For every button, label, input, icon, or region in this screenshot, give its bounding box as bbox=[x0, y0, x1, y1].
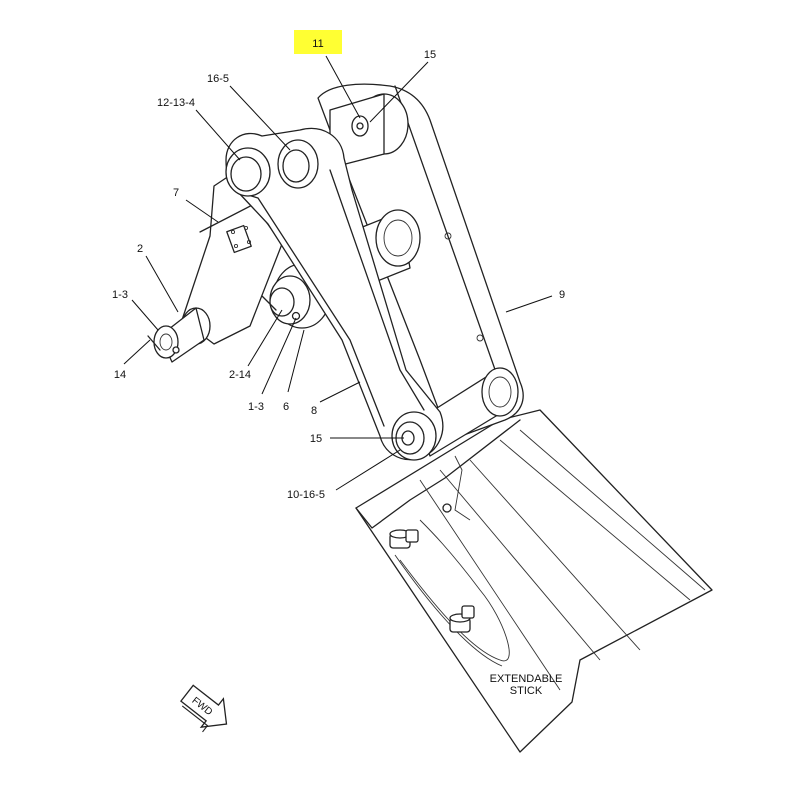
callout-2-14: 2-14 bbox=[229, 369, 251, 381]
callout-6: 6 bbox=[283, 401, 289, 413]
leader-lines bbox=[123, 55, 553, 491]
callout-10-16-5: 10-16-5 bbox=[287, 489, 325, 501]
callout-2: 2 bbox=[137, 243, 143, 255]
top-cross-pin bbox=[329, 93, 409, 169]
callout-15-top: 15 bbox=[424, 49, 436, 61]
stick-label-line1: EXTENDABLE bbox=[490, 673, 563, 685]
callout-7: 7 bbox=[173, 187, 179, 199]
callout-1-3-left: 1-3 bbox=[112, 289, 128, 301]
bushing-upper-left bbox=[225, 147, 271, 197]
callout-8: 8 bbox=[311, 405, 317, 417]
bolt-lower bbox=[449, 605, 475, 633]
callout-1-3-mid: 1-3 bbox=[248, 401, 264, 413]
callout-15-bottom: 15 bbox=[310, 433, 322, 445]
bushing-upper-middle bbox=[277, 139, 319, 189]
callout-12-13-4: 12-13-4 bbox=[157, 97, 195, 109]
callout-highlight bbox=[294, 30, 342, 54]
bolt-upper bbox=[389, 529, 419, 549]
callout-11: 11 bbox=[312, 38, 323, 50]
callout-9: 9 bbox=[559, 289, 565, 301]
fwd-arrow-icon: FWD bbox=[180, 684, 228, 733]
side-link bbox=[147, 173, 283, 363]
extendable-stick: EXTENDABLE STICK bbox=[355, 409, 713, 753]
callouts: 11 15 16-5 12-13-4 7 2 1-3 14 2-14 1-3 6… bbox=[112, 38, 565, 501]
callout-14: 14 bbox=[114, 369, 126, 381]
stick-label-line2: STICK bbox=[510, 685, 543, 697]
bushing-lower bbox=[391, 411, 437, 461]
callout-16-5: 16-5 bbox=[207, 73, 229, 85]
